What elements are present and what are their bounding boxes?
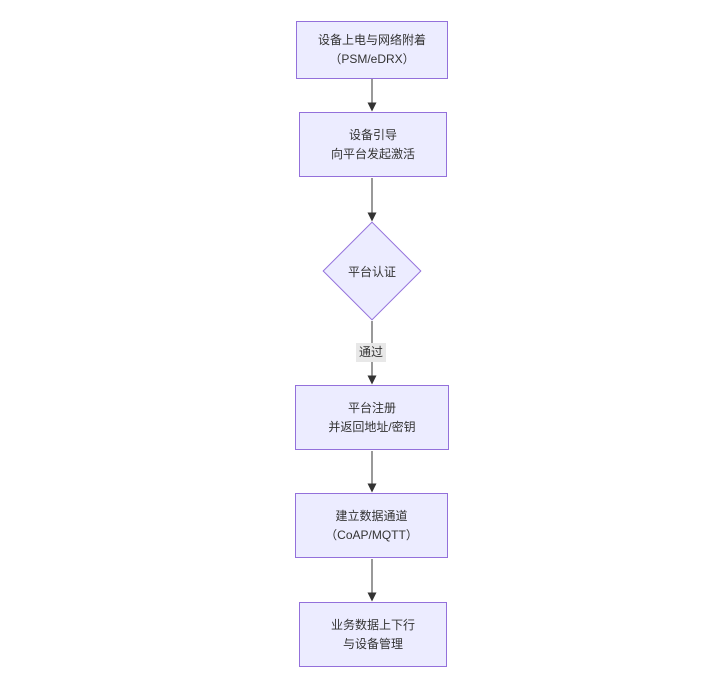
node-label-line: 业务数据上下行: [330, 617, 415, 632]
node-business-data-management: 业务数据上下行 与设备管理: [299, 602, 447, 667]
node-power-on-network-attach: 设备上电与网络附着 （PSM/eDRX）: [296, 21, 448, 79]
node-bootstrap-activate: 设备引导 向平台发起激活: [299, 112, 447, 177]
node-platform-register: 平台注册 并返回地址/密钥: [295, 385, 449, 450]
node-label-line: 建立数据通道: [335, 508, 408, 523]
node-label-line: 与设备管理: [342, 636, 403, 651]
node-label-line: 设备上电与网络附着: [317, 33, 426, 47]
node-label-line: 并返回地址/密钥: [328, 419, 416, 434]
decision-label: 平台认证: [347, 264, 396, 279]
decision-platform-auth: 平台认证: [322, 221, 422, 321]
node-label-line: 向平台发起激活: [330, 146, 415, 161]
node-data-channel: 建立数据通道 （CoAP/MQTT）: [295, 493, 448, 558]
node-label-line: （PSM/eDRX）: [329, 52, 415, 66]
edge-label-pass: 通过: [355, 343, 387, 362]
node-label-line: 平台注册: [347, 400, 396, 415]
node-label-line: （CoAP/MQTT）: [325, 527, 418, 542]
node-label-line: 设备引导: [348, 127, 397, 142]
